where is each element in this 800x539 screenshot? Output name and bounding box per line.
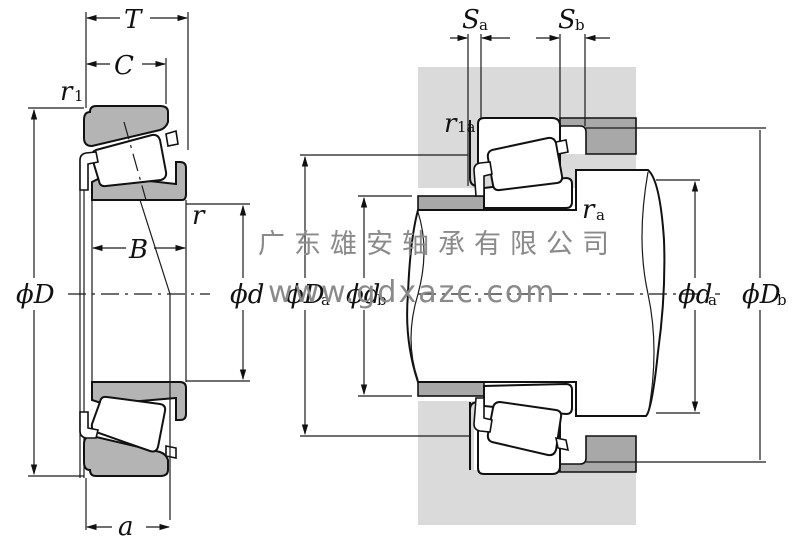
watermark-url: www.gdxazc.com (268, 275, 556, 310)
label-C: C (114, 51, 134, 81)
label-phi-da-sub: a (708, 291, 717, 309)
spacer-top-left (417, 195, 485, 211)
cage-left-bottom (79, 411, 99, 439)
cage-bottom-right-left (473, 397, 493, 433)
label-Sa-sub: a (479, 16, 488, 34)
label-T: T (124, 5, 143, 35)
housing-top-left (418, 67, 474, 188)
label-phi-Da-sub: a (321, 291, 330, 309)
right-top-bearing (473, 117, 573, 209)
label-phi-db: ϕd (346, 280, 380, 310)
label-a: a (118, 512, 134, 539)
label-Sb: S (558, 5, 576, 35)
label-ra: r (582, 195, 596, 225)
label-r: r (192, 201, 206, 231)
label-ra-sub: a (596, 206, 605, 224)
cage-right-top (165, 129, 179, 147)
label-phi-d: ϕd (230, 280, 264, 310)
label-phi-Db: ϕD (742, 280, 781, 310)
label-Sa: S (462, 5, 480, 35)
spacer-bottom-left (417, 381, 485, 397)
right-mounting-view: S a S b r 1a r a ϕD a ϕd b ϕd a (286, 5, 787, 525)
cage-top-right-left (473, 161, 493, 197)
label-phi-Da: ϕD (286, 280, 325, 310)
pressure-line (139, 199, 171, 295)
top-bearing-section (79, 105, 187, 201)
roller-axis-top (123, 121, 147, 201)
label-r1a-sub: 1a (457, 118, 476, 136)
label-r1a: r (444, 109, 458, 139)
outer-ring-bottom (83, 434, 169, 477)
label-Sb-sub: b (575, 16, 585, 34)
label-phi-db-sub: b (377, 291, 387, 309)
label-phi-da: ϕd (678, 280, 712, 310)
cage-right-bottom (165, 445, 177, 459)
label-r1: r (60, 77, 74, 107)
label-phi-D: ϕD (16, 280, 55, 310)
bottom-bearing-section (79, 199, 187, 520)
housing-bottom-left (418, 401, 474, 525)
label-r1-sub: 1 (74, 87, 84, 105)
roller-top-right (486, 136, 564, 192)
cage-top-right-right (555, 139, 569, 155)
spacer-top-right (559, 117, 637, 155)
label-phi-Db-sub: b (777, 291, 787, 309)
left-bearing-view: T C r 1 ϕD r B ϕd a (16, 5, 264, 539)
shaft-break-right (641, 171, 655, 415)
shaft (406, 169, 666, 417)
right-bottom-bearing (473, 382, 573, 475)
cage-left-top (79, 151, 99, 191)
watermark-company: 广东雄安轴承有限公司 (258, 229, 618, 260)
roller-bottom-right (486, 400, 563, 457)
spacer-bottom-right (559, 435, 637, 473)
housing-bottom (474, 470, 636, 525)
label-B: B (128, 235, 148, 265)
cage-bottom-right-right (554, 436, 570, 452)
outer-ring-top (83, 105, 169, 148)
